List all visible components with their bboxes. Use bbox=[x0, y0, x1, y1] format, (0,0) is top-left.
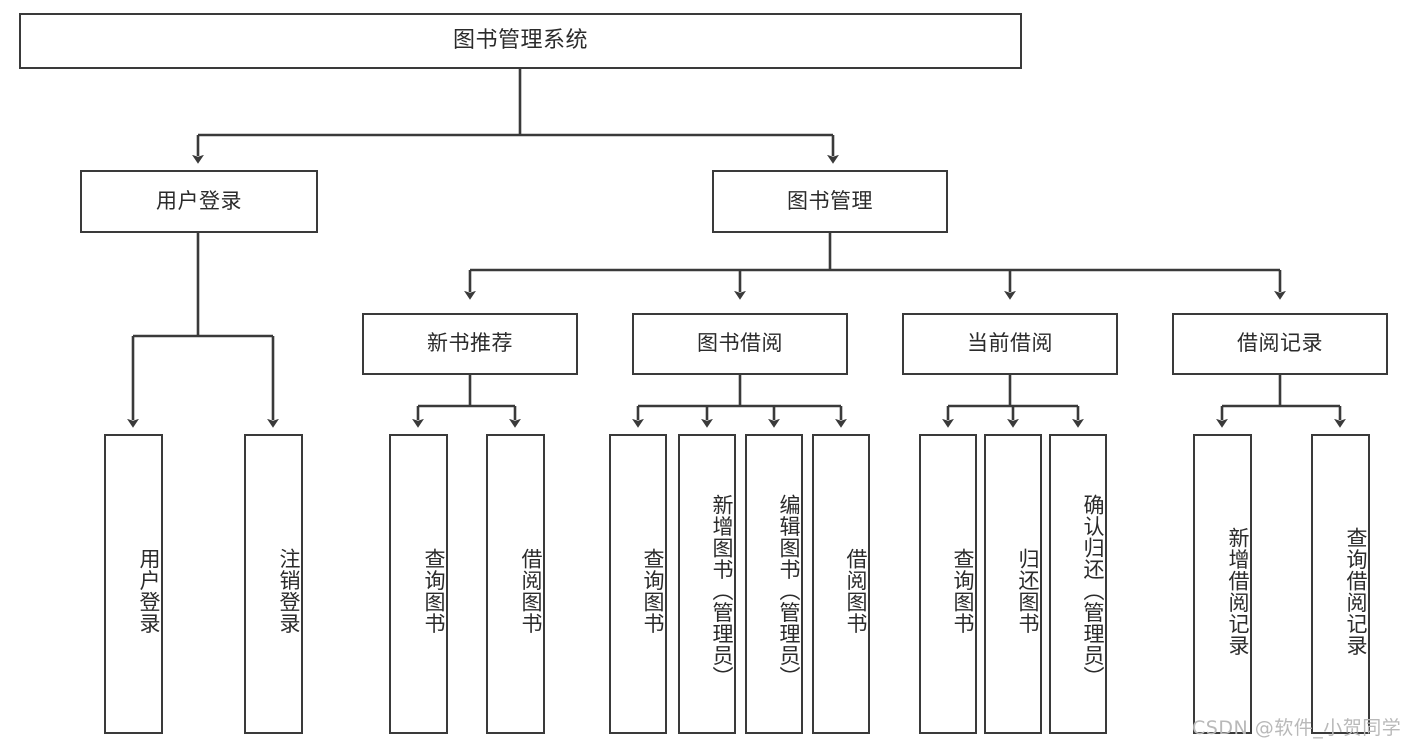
node-leaf[interactable]: 注销登录 bbox=[244, 434, 303, 734]
node-label: 图书管理系统 bbox=[452, 27, 588, 53]
node-label: 编辑图书（管理员） bbox=[777, 494, 801, 688]
node-label: 借阅记录 bbox=[1237, 331, 1323, 356]
node-leaf[interactable]: 新增图书（管理员） bbox=[678, 434, 736, 734]
node-label: 新增图书（管理员） bbox=[710, 494, 734, 688]
node-leaf[interactable]: 新增借阅记录 bbox=[1193, 434, 1252, 734]
node-label: 查询图书 bbox=[422, 548, 446, 634]
node-label: 图书借阅 bbox=[697, 331, 783, 356]
node-label: 新增借阅记录 bbox=[1226, 526, 1250, 656]
node-leaf[interactable]: 编辑图书（管理员） bbox=[745, 434, 803, 734]
node-label: 当前借阅 bbox=[967, 331, 1053, 356]
node-book-management[interactable]: 图书管理 bbox=[712, 170, 948, 233]
node-leaf[interactable]: 确认归还（管理员） bbox=[1049, 434, 1107, 734]
node-leaf[interactable]: 查询借阅记录 bbox=[1311, 434, 1370, 734]
csdn-watermark: CSDN @软件_小贺同学 bbox=[1192, 717, 1402, 739]
node-user-login[interactable]: 用户登录 bbox=[80, 170, 318, 233]
node-leaf[interactable]: 借阅图书 bbox=[486, 434, 545, 734]
node-label: 图书管理 bbox=[787, 188, 873, 213]
node-leaf[interactable]: 查询图书 bbox=[389, 434, 448, 734]
node-label: 查询图书 bbox=[951, 548, 975, 634]
node-borrowing-records[interactable]: 借阅记录 bbox=[1172, 313, 1388, 375]
node-label: 借阅图书 bbox=[519, 548, 543, 634]
node-current-borrowing[interactable]: 当前借阅 bbox=[902, 313, 1118, 375]
node-label: 用户登录 bbox=[137, 548, 161, 634]
node-new-book-recommendation[interactable]: 新书推荐 bbox=[362, 313, 578, 375]
node-label: 借阅图书 bbox=[844, 548, 868, 634]
node-book-borrowing[interactable]: 图书借阅 bbox=[632, 313, 848, 375]
node-label: 新书推荐 bbox=[427, 331, 513, 356]
node-leaf[interactable]: 查询图书 bbox=[919, 434, 977, 734]
node-label: 查询借阅记录 bbox=[1344, 526, 1368, 656]
node-root-system[interactable]: 图书管理系统 bbox=[19, 13, 1022, 69]
node-label: 用户登录 bbox=[156, 188, 242, 213]
node-leaf[interactable]: 查询图书 bbox=[609, 434, 667, 734]
node-label: 查询图书 bbox=[641, 548, 665, 634]
node-label: 归还图书 bbox=[1016, 548, 1040, 634]
node-leaf[interactable]: 借阅图书 bbox=[812, 434, 870, 734]
node-label: 注销登录 bbox=[277, 548, 301, 634]
node-leaf[interactable]: 归还图书 bbox=[984, 434, 1042, 734]
node-leaf[interactable]: 用户登录 bbox=[104, 434, 163, 734]
node-label: 确认归还（管理员） bbox=[1081, 494, 1105, 688]
